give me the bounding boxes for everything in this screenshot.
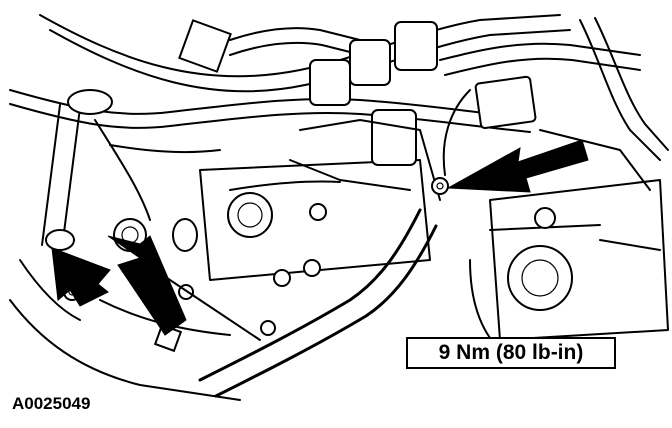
- arrow-icon: [446, 139, 589, 193]
- left-strut: [41, 89, 151, 251]
- figure-id-label: A0025049: [12, 394, 91, 413]
- right-mount: [469, 179, 669, 351]
- arrow-icon: [51, 247, 111, 307]
- engine-block: [99, 144, 431, 341]
- lower-rod: [9, 208, 438, 401]
- torque-spec-callout: 9 Nm (80 lb-in): [406, 337, 616, 369]
- arrow-icon: [107, 235, 187, 336]
- coil-tower: [178, 19, 441, 201]
- right-connector: [442, 75, 651, 191]
